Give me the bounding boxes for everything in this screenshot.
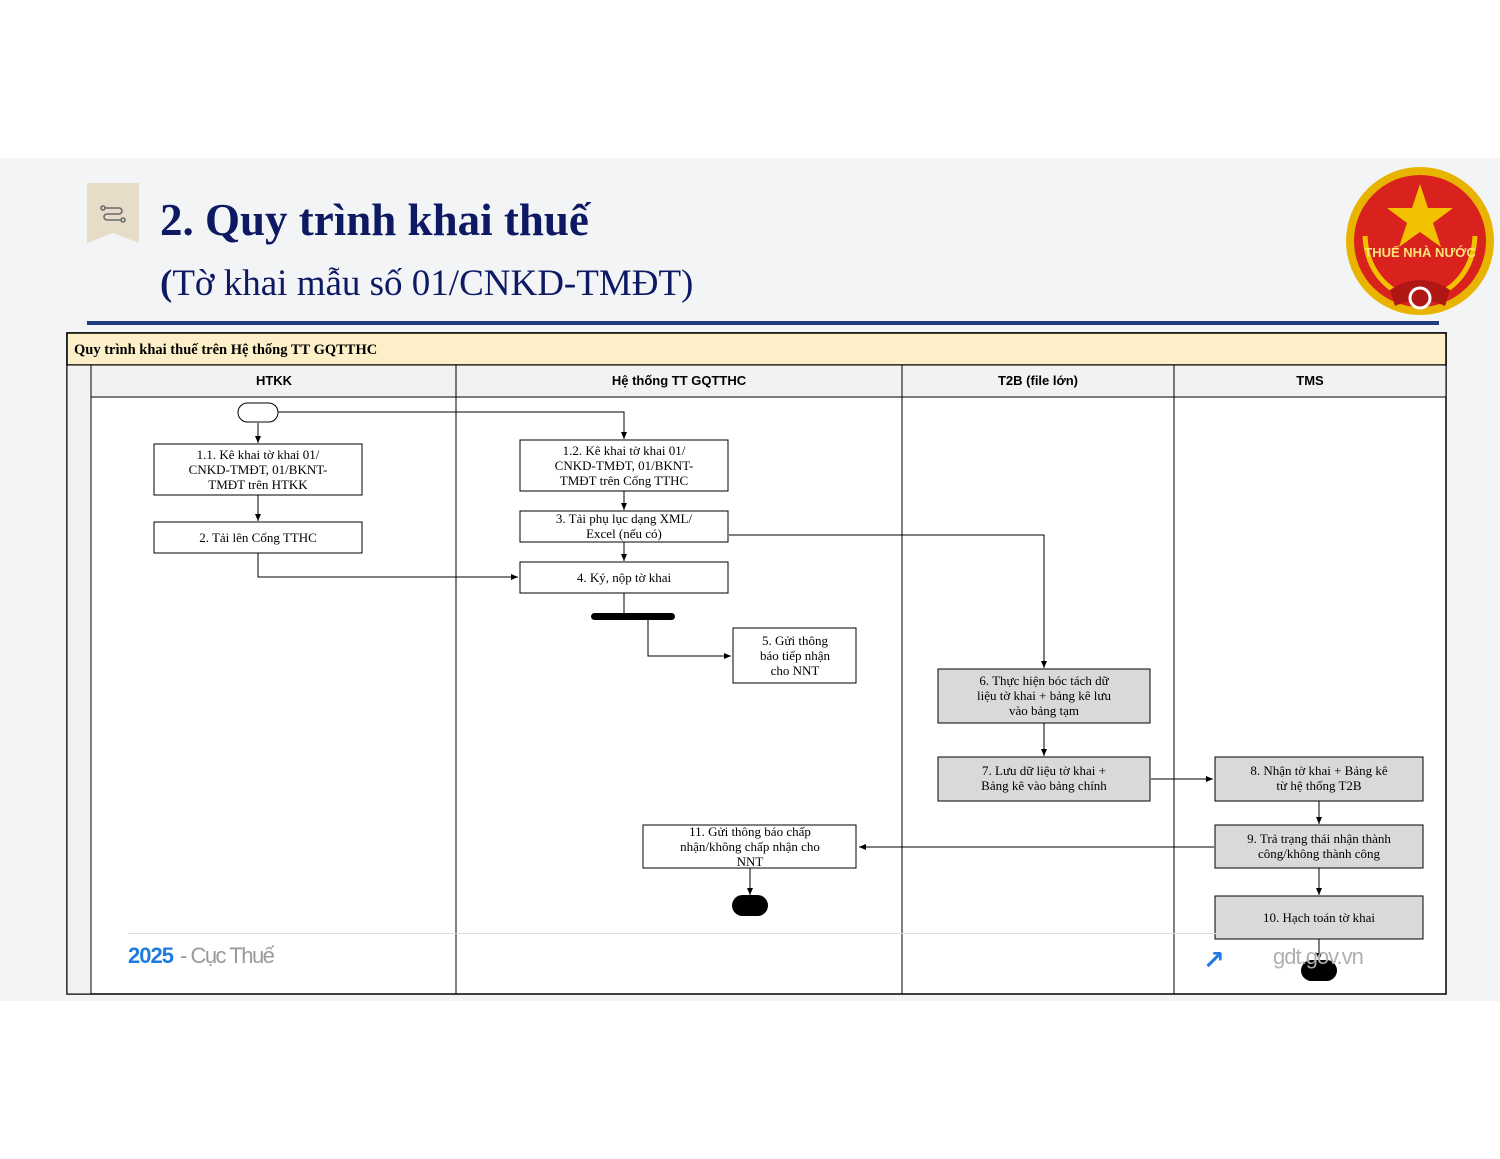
svg-text:TMĐT trên HTKK: TMĐT trên HTKK: [208, 477, 308, 492]
svg-text:liệu tờ khai + bảng kê lưu: liệu tờ khai + bảng kê lưu: [977, 688, 1111, 703]
footer-year: 2025: [128, 943, 174, 968]
tax-agency-logo: THUẾ NHÀ NƯỚC: [1346, 167, 1494, 315]
svg-text:Excel (nếu có): Excel (nếu có): [586, 526, 662, 541]
svg-text:7. Lưu dữ liệu tờ khai +: 7. Lưu dữ liệu tờ khai +: [982, 763, 1106, 778]
external-link-arrow-icon[interactable]: ↗: [1203, 946, 1225, 976]
step-2: 2. Tải lên Cổng TTHC: [153, 521, 363, 554]
step-7: 7. Lưu dữ liệu tờ khai + Bảng kê vào bản…: [937, 756, 1151, 802]
start-node: [237, 402, 279, 423]
footer-website-link[interactable]: gdt.gov.vn: [1273, 944, 1364, 969]
page-title: 2. Quy trình khai thuế: [160, 195, 589, 245]
connector-2-to-4: [257, 553, 518, 580]
svg-text:vào bảng tạm: vào bảng tạm: [1009, 703, 1079, 718]
footer-divider: [128, 933, 1228, 934]
svg-text:báo tiếp nhận: báo tiếp nhận: [760, 648, 831, 663]
step-3: 3. Tải phụ lục dạng XML/ Excel (nếu có): [519, 510, 729, 543]
svg-text:1.2. Kê khai tờ khai 01/: 1.2. Kê khai tờ khai 01/: [563, 443, 686, 458]
svg-text:công/không thành công: công/không thành công: [1258, 846, 1381, 861]
svg-text:NNT: NNT: [737, 854, 764, 869]
step-10: 10. Hạch toán tờ khai: [1214, 895, 1424, 940]
lane-header-tms: TMS: [1296, 373, 1324, 388]
diagram-title: Quy trình khai thuế trên Hệ thống TT GQT…: [74, 342, 377, 358]
end-node-tms: [1301, 960, 1337, 981]
diagram-title-bar: [66, 332, 1447, 366]
step-4: 4. Ký, nộp tờ khai: [519, 561, 729, 594]
process-flow-icon: [87, 183, 139, 243]
svg-text:2. Tải lên Cổng TTHC: 2. Tải lên Cổng TTHC: [199, 530, 317, 545]
step-11: 11. Gửi thông báo chấp nhận/không chấp n…: [642, 824, 857, 869]
end-node-gqtthc: [732, 895, 768, 916]
svg-text:4. Ký, nộp tờ khai: 4. Ký, nộp tờ khai: [577, 570, 672, 585]
lane-gutter: [66, 364, 92, 995]
svg-text:CNKD-TMĐT, 01/BKNT-: CNKD-TMĐT, 01/BKNT-: [189, 462, 328, 477]
svg-text:3. Tải phụ lục dạng XML/: 3. Tải phụ lục dạng XML/: [556, 511, 693, 526]
svg-text:Bảng kê vào bảng chính: Bảng kê vào bảng chính: [981, 778, 1107, 793]
logo-text: THUẾ NHÀ NƯỚC: [1364, 245, 1476, 260]
step-1-2: 1.2. Kê khai tờ khai 01/ CNKD-TMĐT, 01/B…: [519, 439, 729, 492]
step-6: 6. Thực hiện bóc tách dữ liệu tờ khai + …: [937, 668, 1151, 724]
svg-text:6. Thực hiện bóc tách dữ: 6. Thực hiện bóc tách dữ: [979, 673, 1109, 688]
lane-header-row: [90, 364, 1447, 398]
connector-fork-to-5: [647, 620, 731, 659]
subtitle-open-paren: (: [160, 263, 173, 304]
fork-bar: [591, 613, 675, 620]
svg-text:10. Hạch toán tờ khai: 10. Hạch toán tờ khai: [1263, 910, 1375, 925]
lane-header-htkk: HTKK: [256, 373, 293, 388]
step-8: 8. Nhận tờ khai + Bảng kê từ hệ thống T2…: [1214, 756, 1424, 802]
step-5: 5. Gửi thông báo tiếp nhận cho NNT: [732, 627, 857, 684]
lane-header-t2b: T2B (file lớn): [998, 373, 1078, 388]
svg-text:TMĐT trên Cổng TTHC: TMĐT trên Cổng TTHC: [560, 473, 688, 488]
svg-text:9. Trả trạng thái nhận thành: 9. Trả trạng thái nhận thành: [1247, 831, 1391, 846]
title-divider: [87, 321, 1439, 325]
connector-start-to-1-2: [278, 411, 627, 439]
svg-text:từ hệ thống T2B: từ hệ thống T2B: [1276, 778, 1361, 793]
svg-text:1.1. Kê khai tờ khai 01/: 1.1. Kê khai tờ khai 01/: [197, 447, 320, 462]
svg-text:nhận/không chấp nhận cho: nhận/không chấp nhận cho: [680, 839, 820, 854]
svg-text:CNKD-TMĐT, 01/BKNT-: CNKD-TMĐT, 01/BKNT-: [555, 458, 694, 473]
svg-text:cho NNT: cho NNT: [771, 663, 820, 678]
step-9: 9. Trả trạng thái nhận thành công/không …: [1214, 824, 1424, 869]
svg-text:5. Gửi thông: 5. Gửi thông: [762, 633, 828, 648]
footer-org: - Cục Thuế: [180, 943, 275, 968]
page-subtitle: (Tờ khai mẫu số 01/CNKD-TMĐT): [160, 260, 693, 308]
svg-text:8. Nhận tờ khai + Bảng kê: 8. Nhận tờ khai + Bảng kê: [1250, 763, 1388, 778]
lane-header-gqtthc: Hệ thống TT GQTTHC: [612, 373, 747, 388]
connector-3-to-6: [729, 534, 1047, 668]
step-1-1: 1.1. Kê khai tờ khai 01/ CNKD-TMĐT, 01/B…: [153, 443, 363, 496]
subtitle-text: Tờ khai mẫu số 01/CNKD-TMĐT): [172, 263, 694, 304]
svg-text:11. Gửi thông báo chấp: 11. Gửi thông báo chấp: [689, 824, 811, 839]
